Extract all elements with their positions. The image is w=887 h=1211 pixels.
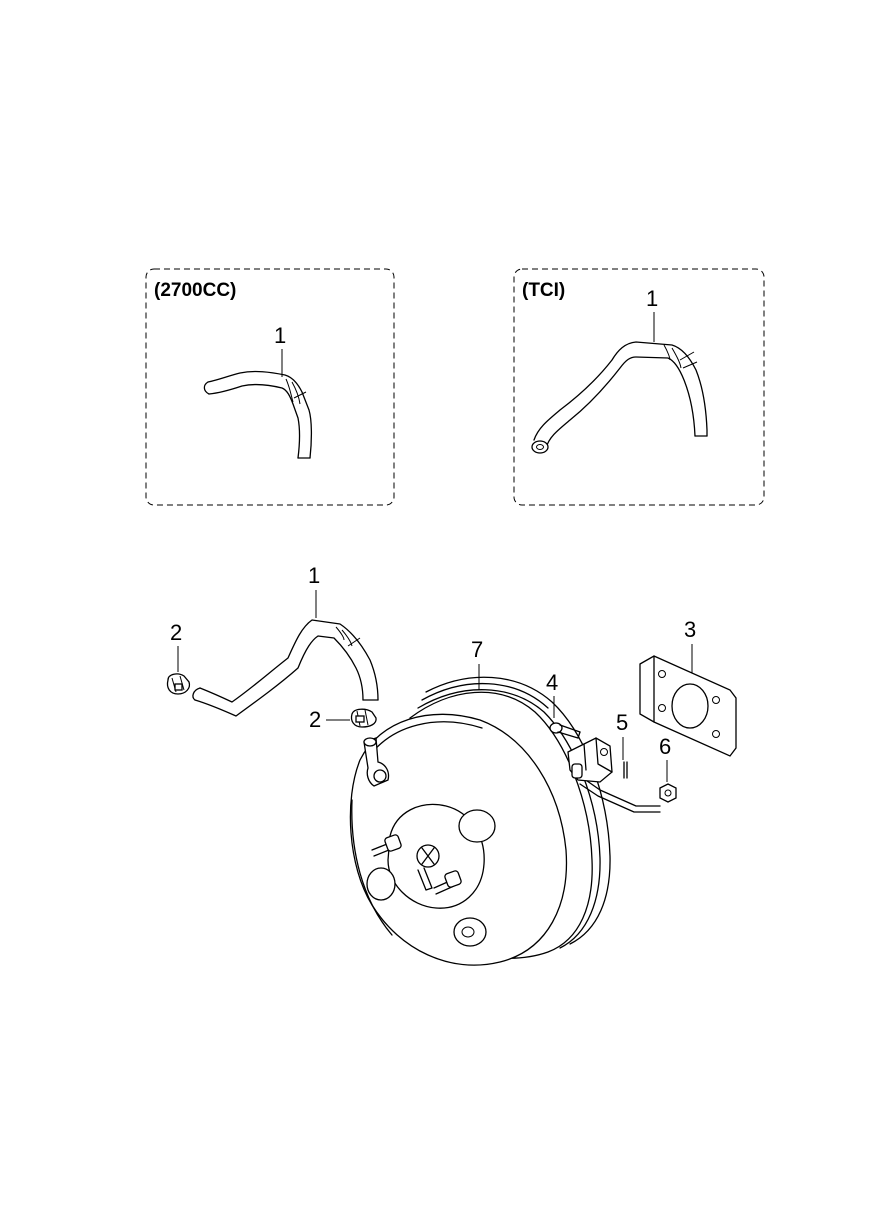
- variant-label-2700cc: (2700CC): [154, 280, 236, 301]
- callout-pin: 5: [616, 710, 628, 735]
- callout-nut: 6: [659, 734, 671, 759]
- callout-2700cc-hose: 1: [274, 323, 286, 348]
- hose-clamp-right: [350, 708, 377, 728]
- variant-box-2700cc: (2700CC) 1: [145, 268, 395, 506]
- variant-label-tci: (TCI): [522, 280, 565, 301]
- vacuum-hose-main: [192, 619, 379, 717]
- callout-tci-hose: 1: [646, 286, 658, 311]
- clevis-pin: [623, 761, 628, 779]
- variant-box-tci: (TCI) 1: [513, 268, 765, 506]
- callout-clamp-left: 2: [170, 620, 182, 645]
- brake-booster: [349, 676, 661, 966]
- clevis-bracket: [567, 737, 613, 783]
- booster-gasket: [639, 655, 737, 757]
- callout-booster: 7: [471, 637, 483, 662]
- vacuum-hose-2700cc: [203, 370, 313, 459]
- clevis-bolt: [549, 722, 581, 739]
- callout-clamp-right: 2: [309, 707, 321, 732]
- variant-box-2700cc-border: [145, 268, 395, 506]
- vacuum-hose-tci: [531, 341, 708, 454]
- callout-gasket: 3: [684, 617, 696, 642]
- callout-main-hose: 1: [308, 563, 320, 588]
- variant-box-tci-border: [513, 268, 765, 506]
- main-assembly: 1 2 2: [166, 563, 737, 966]
- callout-bolt: 4: [546, 670, 558, 695]
- hose-clamp-left: [166, 673, 191, 695]
- lock-nut: [659, 783, 677, 803]
